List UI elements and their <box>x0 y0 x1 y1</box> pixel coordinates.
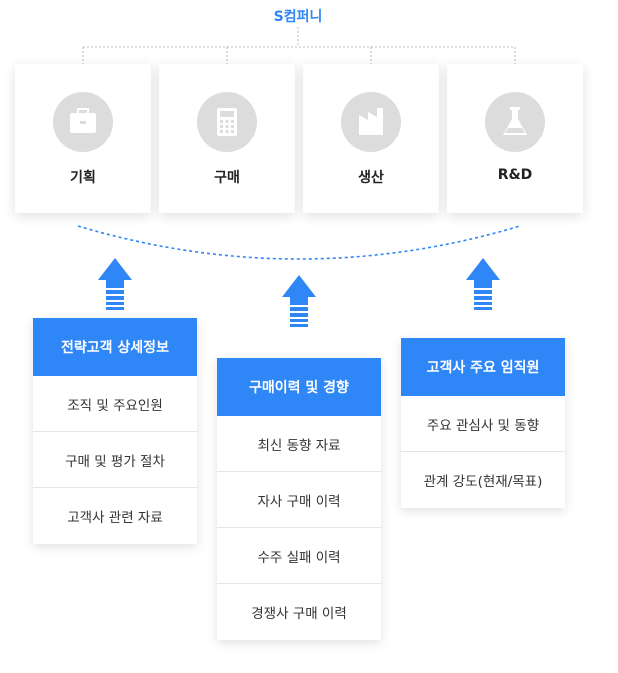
card-item: 수주 실패 이력 <box>217 528 381 584</box>
dept-label: 기획 <box>70 170 96 186</box>
up-arrow-icon <box>98 258 132 310</box>
card-title: 구매이력 및 경향 <box>217 358 381 416</box>
up-arrow-icon <box>282 275 316 327</box>
dept-rnd: R&D <box>447 64 583 213</box>
card-title: 전략고객 상세정보 <box>33 318 197 376</box>
card-item: 경쟁사 구매 이력 <box>251 606 347 622</box>
dept-label: R&D <box>497 167 533 183</box>
card-key-executives: 고객사 주요 임직원 주요 관심사 및 동향 관계 강도(현재/목표) <box>401 338 565 508</box>
card-item: 고객사 관련 자료 <box>67 510 163 526</box>
dept-label: 구매 <box>214 170 240 186</box>
dept-planning: 기획 <box>15 64 151 213</box>
up-arrow-icon <box>466 258 500 310</box>
company-title: S컴퍼니 <box>273 9 323 25</box>
card-purchase-history: 구매이력 및 경향 최신 동향 자료 자사 구매 이력 수주 실패 이력 경쟁사… <box>217 358 381 640</box>
calculator-icon <box>217 108 237 136</box>
factory-icon <box>359 108 383 135</box>
card-item: 최신 동향 자료 <box>217 416 381 472</box>
flask-icon <box>503 107 527 135</box>
card-item: 구매 및 평가 절차 <box>33 432 197 488</box>
card-item: 조직 및 주요인원 <box>33 376 197 432</box>
briefcase-icon <box>70 108 96 133</box>
dept-label: 생산 <box>358 170 384 186</box>
dotted-arc <box>77 225 521 260</box>
card-item: 주요 관심사 및 동향 <box>401 396 565 452</box>
dept-production: 생산 <box>303 64 439 213</box>
card-item: 자사 구매 이력 <box>217 472 381 528</box>
card-strategic-customer: 전략고객 상세정보 조직 및 주요인원 구매 및 평가 절차 고객사 관련 자료 <box>33 318 197 544</box>
dept-purchasing: 구매 <box>159 64 295 213</box>
card-item: 관계 강도(현재/목표) <box>423 474 543 490</box>
card-title: 고객사 주요 임직원 <box>401 338 565 396</box>
